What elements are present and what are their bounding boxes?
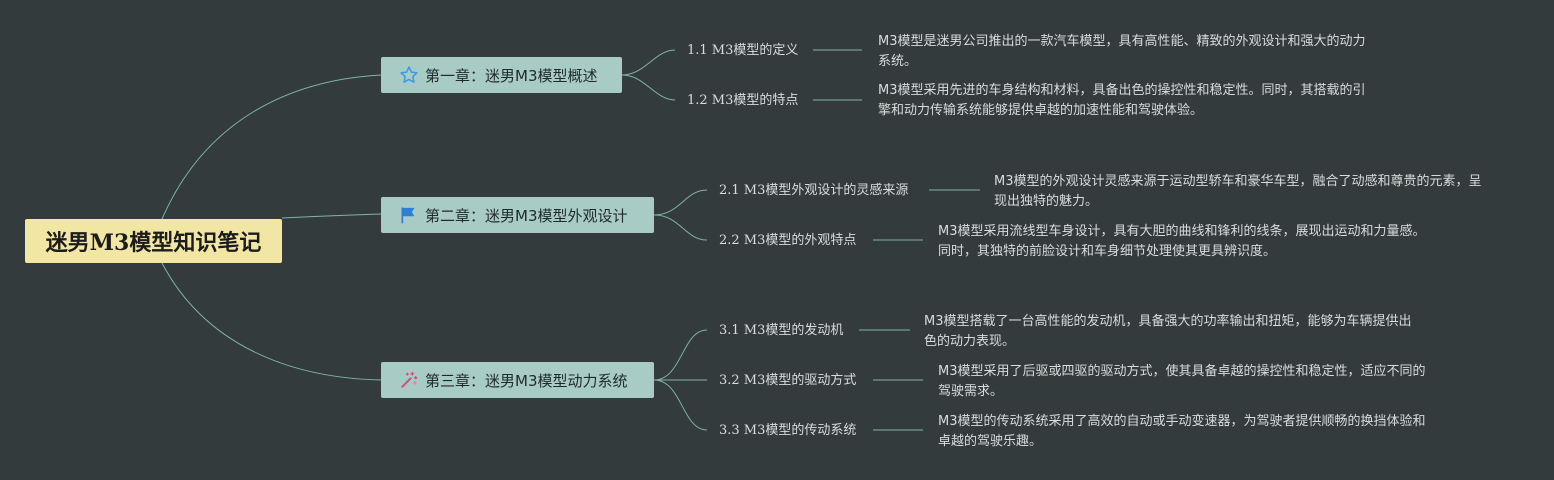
section-3-2-description: M3模型采用了后驱或四驱的驱动方式，使其具备卓越的操控性和稳定性，适应不同的驾驶… bbox=[938, 364, 1426, 399]
section-3-1-title[interactable]: 3.1 M3模型的发动机 bbox=[719, 323, 844, 338]
section-3-2-title[interactable]: 3.2 M3模型的驱动方式 bbox=[719, 373, 857, 388]
root-topic[interactable]: 迷男M3模型知识笔记 bbox=[25, 219, 282, 263]
section-1-2-title[interactable]: 1.2 M3模型的特点 bbox=[687, 93, 799, 108]
section-1-1-title[interactable]: 1.1 M3模型的定义 bbox=[687, 43, 799, 58]
root-to-chapter-1-link bbox=[161, 74, 382, 220]
section-3-3-description: M3模型的传动系统采用了高效的自动或手动变速器，为驾驶者提供顺畅的换挡体验和卓越… bbox=[938, 414, 1426, 449]
section-1-1-description: M3模型是迷男公司推出的一款汽车模型，具有高性能、精致的外观设计和强大的动力系统… bbox=[878, 34, 1366, 69]
chapter-3-title: 第三章：迷男M3模型动力系统 bbox=[425, 371, 628, 390]
section-3-3-title[interactable]: 3.3 M3模型的传动系统 bbox=[719, 423, 857, 438]
section-3-1-description: M3模型搭载了一台高性能的发动机，具备强大的功率输出和扭矩，能够为车辆提供出色的… bbox=[924, 314, 1412, 349]
section-2-1-description: M3模型的外观设计灵感来源于运动型轿车和豪华车型，融合了动感和尊贵的元素，呈现出… bbox=[994, 174, 1482, 209]
section-1-2-description: M3模型采用先进的车身结构和材料，具备出色的操控性和稳定性。同时，其搭载的引擎和… bbox=[878, 83, 1366, 118]
chapter-2-title: 第二章：迷男M3模型外观设计 bbox=[425, 206, 628, 225]
magic-wand-icon bbox=[399, 370, 419, 390]
chapter-2-to-section-2-1-link bbox=[653, 189, 708, 216]
chapter-3-topic[interactable]: 第三章：迷男M3模型动力系统 bbox=[381, 362, 654, 398]
root-to-chapter-3-link bbox=[161, 262, 382, 381]
star-icon bbox=[399, 65, 419, 85]
chapter-1-title: 第一章：迷男M3模型概述 bbox=[425, 66, 598, 85]
flag-icon bbox=[399, 205, 419, 225]
chapter-1-topic[interactable]: 第一章：迷男M3模型概述 bbox=[381, 57, 622, 93]
section-2-2-title[interactable]: 2.2 M3模型的外观特点 bbox=[719, 233, 857, 248]
chapter-3-to-section-3-1-link bbox=[653, 329, 708, 381]
root-to-chapter-2-link bbox=[281, 213, 382, 219]
chapter-1-to-section-1-2-link bbox=[621, 74, 676, 101]
chapter-2-to-section-2-2-link bbox=[653, 214, 708, 241]
section-2-2-description: M3模型采用流线型车身设计，具有大胆的曲线和锋利的线条，展现出运动和力量感。同时… bbox=[938, 224, 1426, 259]
chapter-3-to-section-3-3-link bbox=[653, 379, 708, 431]
chapter-1-to-section-1-1-link bbox=[621, 49, 676, 76]
chapter-2-topic[interactable]: 第二章：迷男M3模型外观设计 bbox=[381, 197, 654, 233]
root-title: 迷男M3模型知识笔记 bbox=[45, 230, 262, 256]
section-2-1-title[interactable]: 2.1 M3模型外观设计的灵感来源 bbox=[719, 183, 909, 198]
